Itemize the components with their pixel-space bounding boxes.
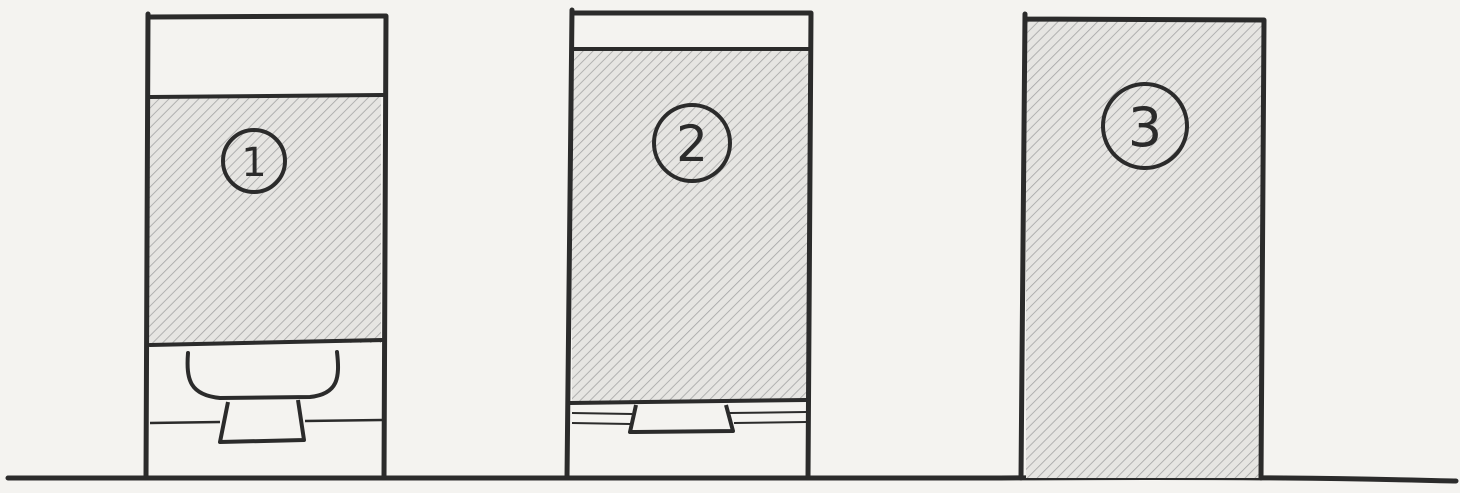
stall-2-number: 2 xyxy=(676,115,708,173)
toilet-2-base xyxy=(630,405,733,432)
stall-2-door xyxy=(572,50,808,402)
stall-2-wall-line xyxy=(572,412,806,424)
stall-1: 1 xyxy=(146,14,386,478)
stall-1-wall-line xyxy=(150,420,382,423)
stall-3-number: 3 xyxy=(1128,96,1162,159)
toilet-1-base xyxy=(220,400,304,442)
stall-2: 2 xyxy=(567,10,811,478)
toilet-1-bowl xyxy=(188,352,338,398)
stall-1-number: 1 xyxy=(241,140,266,186)
stall-3: 3 xyxy=(1021,14,1264,478)
stall-3-door xyxy=(1026,20,1262,478)
